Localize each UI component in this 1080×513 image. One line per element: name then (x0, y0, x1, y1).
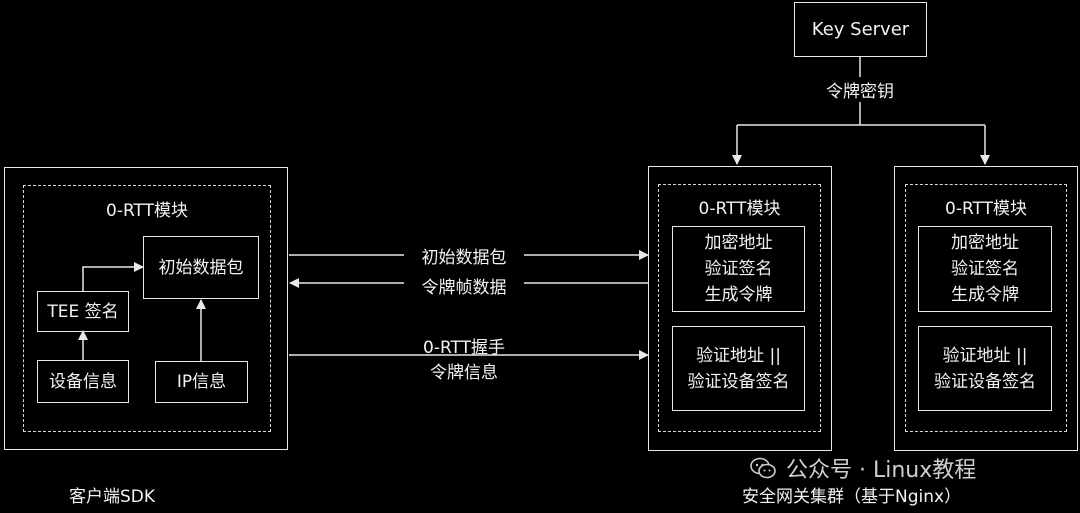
gateway-node-2-crypto-box: 加密地址 验证签名 生成令牌 (918, 226, 1052, 312)
gateway-node-1-verify-text: 验证地址 || 验证设备签名 (687, 345, 790, 392)
gateway-node-2-crypto-text: 加密地址 验证签名 生成令牌 (951, 233, 1019, 305)
tee-sign-box: TEE 签名 (37, 291, 129, 332)
client-module-title: 0-RTT模块 (106, 201, 188, 221)
ip-info-box: IP信息 (155, 361, 248, 403)
gateway-node-2-verify-text: 验证地址 || 验证设备签名 (934, 345, 1036, 392)
ip-info-label: IP信息 (176, 372, 227, 392)
gateway-node-2-dashed (905, 184, 1067, 432)
gateway-node-2-module-title: 0-RTT模块 (945, 199, 1027, 219)
arrow-tee-to-packet (82, 262, 144, 291)
client-module-dashed (23, 185, 271, 432)
watermark: 公众号 · Linux教程 (750, 452, 976, 484)
token-key-label: 令牌密钥 (800, 77, 920, 102)
gateway-node-1-dashed (658, 184, 821, 432)
flow-label-handshake: 0-RTT握手 (423, 338, 505, 358)
flow-label-initial-packet: 初始数据包 (404, 243, 524, 268)
wechat-icon (750, 457, 776, 479)
client-sdk-frame (4, 167, 288, 450)
client-caption: 客户端SDK (69, 487, 156, 507)
gateway-node-2-verify-box: 验证地址 || 验证设备签名 (918, 326, 1052, 411)
flow-label-token-info: 令牌信息 (430, 363, 498, 383)
flow-label-token-frame: 令牌帧数据 (404, 273, 524, 298)
key-server-box: Key Server (794, 2, 927, 57)
watermark-text: 公众号 · Linux教程 (786, 458, 977, 483)
key-server-label: Key Server (811, 18, 910, 40)
gateway-node-1-verify-box: 验证地址 || 验证设备签名 (672, 326, 805, 411)
gateway-node-1-frame (648, 166, 832, 451)
tee-sign-label: TEE 签名 (47, 301, 119, 322)
device-info-label: 设备信息 (49, 371, 117, 392)
device-info-box: 设备信息 (37, 360, 129, 403)
gateway-node-2-frame (894, 166, 1078, 451)
gateway-node-1-crypto-text: 加密地址 验证签名 生成令牌 (704, 233, 773, 305)
initial-packet-label: 初始数据包 (158, 257, 244, 278)
initial-packet-box: 初始数据包 (143, 236, 259, 299)
gateway-node-1-crypto-box: 加密地址 验证签名 生成令牌 (672, 226, 805, 312)
gateway-node-1-module-title: 0-RTT模块 (698, 199, 781, 219)
gateway-caption: 安全网关集群（基于Nginx） (742, 487, 962, 507)
